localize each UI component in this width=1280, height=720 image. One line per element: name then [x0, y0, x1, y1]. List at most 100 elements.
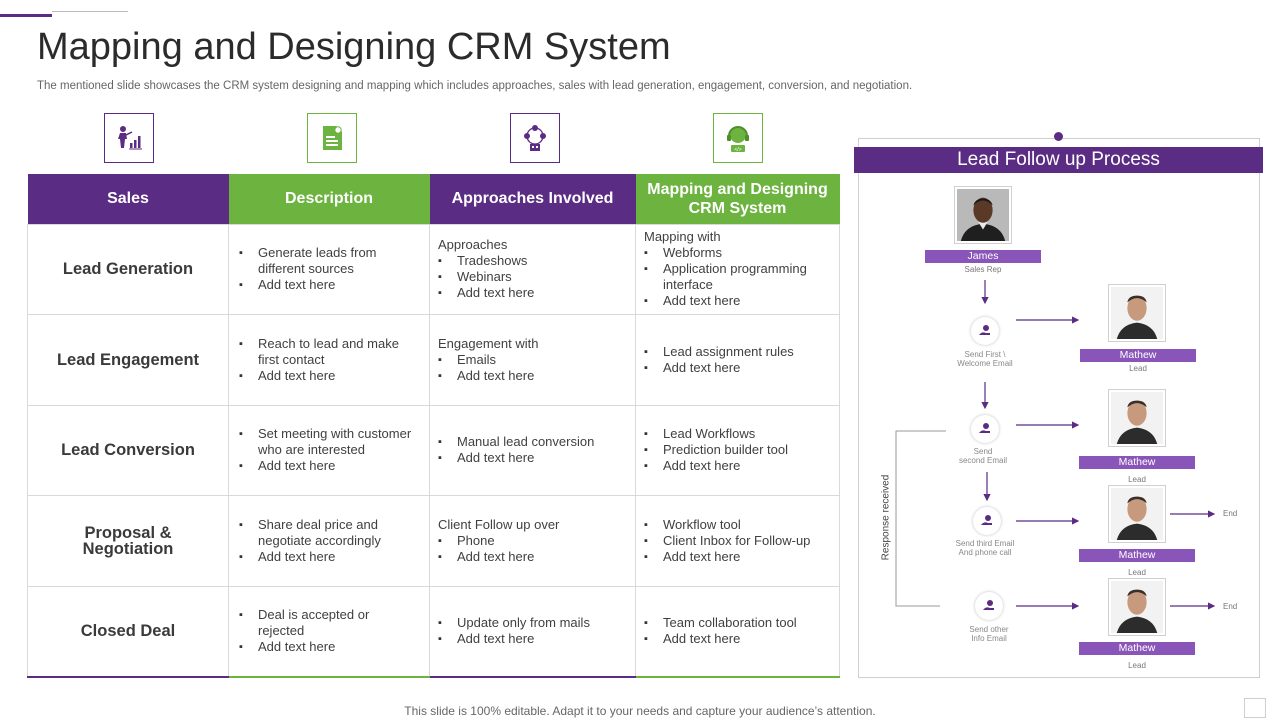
accent-line-grey: [52, 11, 128, 12]
list-item: Add text here: [438, 368, 625, 384]
list-item: Generate leads from different sources: [239, 245, 419, 277]
table-row: Proposal & Negotiation Share deal price …: [27, 495, 840, 587]
slide-footer: This slide is 100% editable. Adapt it to…: [404, 704, 876, 718]
avatar: [1108, 578, 1166, 636]
stage-cell: Lead Generation: [27, 223, 229, 316]
table-row: Lead Conversion Set meeting with custome…: [27, 404, 840, 497]
approaches-cell: Manual lead conversion Add text here: [429, 404, 636, 497]
mapping-cell: Workflow tool Client Inbox for Follow-up…: [635, 495, 840, 587]
list-item: Update only from mails: [438, 615, 625, 631]
list-item: Add text here: [438, 631, 625, 647]
list-item: Add text here: [644, 360, 829, 376]
slide-title: Mapping and Designing CRM System: [37, 26, 671, 68]
list-item: Manual lead conversion: [438, 434, 625, 450]
list-item: Add text here: [644, 293, 829, 309]
description-cell: Generate leads from different sources Ad…: [228, 223, 430, 316]
list-item: Lead Workflows: [644, 426, 829, 442]
description-cell: Set meeting with customer who are intere…: [228, 404, 430, 497]
column-header: Description: [228, 174, 430, 224]
list-item: Set meeting with customer who are intere…: [239, 426, 419, 458]
stage-cell: Closed Deal: [27, 585, 229, 678]
approaches-cell: Engagement with Emails Add text here: [429, 314, 636, 406]
lead-follow-up-panel: [858, 138, 1260, 678]
avatar: [1108, 485, 1166, 543]
lead-role: Lead: [1128, 661, 1146, 670]
list-item: Phone: [438, 533, 625, 549]
cell-intro: Approaches: [438, 237, 508, 253]
approaches-cell: Client Follow up over Phone Add text her…: [429, 495, 636, 587]
approaches-cell: Update only from mails Add text here: [429, 585, 636, 678]
lead-name-tag: Mathew: [1079, 642, 1195, 655]
list-item: Webforms: [644, 245, 829, 261]
table-row: Closed Deal Deal is accepted or rejected…: [27, 585, 840, 678]
table-row: Lead Engagement Reach to lead and make f…: [27, 314, 840, 406]
network-icon: [510, 113, 560, 163]
list-item: Tradeshows: [438, 253, 625, 269]
list-item: Webinars: [438, 269, 625, 285]
list-item: Add text here: [438, 549, 625, 565]
response-received-label: Response received: [880, 474, 892, 561]
list-item: Add text here: [438, 450, 625, 466]
document-icon: [307, 113, 357, 163]
lead-role: Lead: [1128, 475, 1146, 484]
support-headset-icon: </>: [713, 113, 763, 163]
list-item: Application programming interface: [644, 261, 829, 293]
description-cell: Reach to lead and make first contact Add…: [228, 314, 430, 406]
mapping-cell: Mapping with Webforms Application progra…: [635, 223, 840, 316]
avatar: [1108, 284, 1166, 342]
panel-dot: [1054, 132, 1063, 141]
description-cell: Deal is accepted or rejected Add text he…: [228, 585, 430, 678]
crm-mapping-table: Sales Description Approaches Involved Ma…: [27, 174, 840, 678]
email-hand-icon: [975, 592, 1003, 620]
rep-name-tag: James: [925, 250, 1041, 263]
cell-intro: Client Follow up over: [438, 517, 560, 533]
list-item: Team collaboration tool: [644, 615, 829, 631]
lead-role: Lead: [1128, 568, 1146, 577]
stage-cell: Proposal & Negotiation: [27, 495, 229, 587]
lead-name-tag: Mathew: [1079, 549, 1195, 562]
list-item: Prediction builder tool: [644, 442, 829, 458]
corner-box: [1244, 698, 1266, 718]
mapping-cell: Team collaboration tool Add text here: [635, 585, 840, 678]
list-item: Emails: [438, 352, 625, 368]
list-item: Add text here: [239, 549, 419, 565]
email-hand-icon: [971, 415, 999, 443]
step-label: Send other Info Email: [969, 625, 1009, 643]
list-item: Add text here: [644, 458, 829, 474]
step-label: Send third Email And phone call: [955, 539, 1015, 557]
avatar: [954, 186, 1012, 244]
cell-intro: Mapping with: [644, 229, 721, 245]
description-cell: Share deal price and negotiate according…: [228, 495, 430, 587]
stage-cell: Lead Conversion: [27, 404, 229, 497]
table-header-row: Sales Description Approaches Involved Ma…: [27, 174, 840, 224]
avatar: [1108, 389, 1166, 447]
step-label: Send second Email: [958, 447, 1008, 465]
accent-line: [0, 14, 52, 17]
column-header: Approaches Involved: [429, 174, 636, 224]
lead-role: Lead: [1129, 364, 1147, 373]
stage-cell: Lead Engagement: [27, 314, 229, 406]
cell-intro: Engagement with: [438, 335, 539, 351]
email-hand-icon: [973, 507, 1001, 535]
mapping-cell: Lead Workflows Prediction builder tool A…: [635, 404, 840, 497]
email-hand-icon: [971, 317, 999, 345]
list-item: Workflow tool: [644, 517, 829, 533]
table-row: Lead Generation Generate leads from diff…: [27, 223, 840, 316]
svg-text:</>: </>: [734, 147, 741, 153]
column-header: Sales: [27, 174, 229, 224]
list-item: Add text here: [239, 639, 419, 655]
list-item: Add text here: [438, 285, 625, 301]
list-item: Add text here: [239, 277, 419, 293]
end-label: End: [1223, 602, 1238, 611]
mapping-cell: Lead assignment rules Add text here: [635, 314, 840, 406]
lead-name-tag: Mathew: [1080, 349, 1196, 362]
list-item: Add text here: [644, 549, 829, 565]
list-item: Client Inbox for Follow-up: [644, 533, 829, 549]
panel-title: Lead Follow up Process: [854, 147, 1263, 173]
presenter-chart-icon: [104, 113, 154, 163]
slide-subtitle: The mentioned slide showcases the CRM sy…: [37, 80, 913, 92]
list-item: Share deal price and negotiate according…: [239, 517, 419, 549]
approaches-cell: Approaches Tradeshows Webinars Add text …: [429, 223, 636, 316]
list-item: Deal is accepted or rejected: [239, 607, 419, 639]
step-label: Send First \ Welcome Email: [957, 350, 1013, 368]
